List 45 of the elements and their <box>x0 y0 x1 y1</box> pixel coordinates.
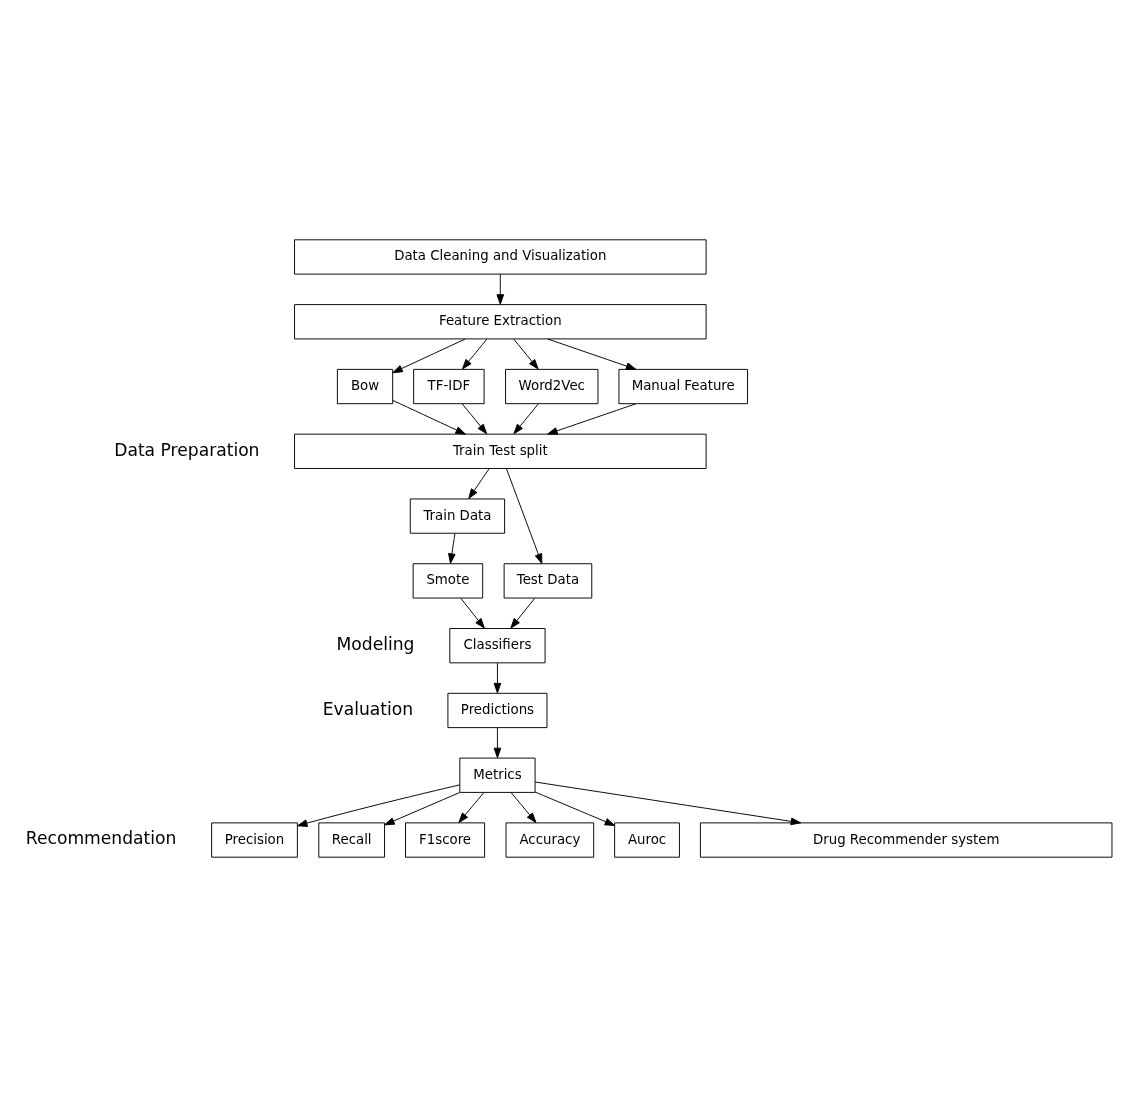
node-box: Word2Vec <box>505 368 599 405</box>
arrow <box>461 403 488 435</box>
arrow <box>513 338 539 370</box>
node-box: Precision <box>211 822 298 858</box>
arrow <box>458 792 485 823</box>
arrow <box>547 403 637 435</box>
arrow <box>297 784 460 827</box>
node-box: F1score <box>405 822 486 858</box>
arrow <box>534 791 616 826</box>
node-box: Classifiers <box>449 628 546 664</box>
arrow <box>392 338 466 374</box>
node-box: Data Cleaning and Visualization <box>294 239 707 275</box>
arrow <box>510 792 537 823</box>
arrow <box>462 338 488 370</box>
arrow <box>510 597 536 629</box>
node-box: Accuracy <box>505 822 595 858</box>
arrow <box>493 727 502 759</box>
label: Evaluation <box>322 698 414 719</box>
node-box: Test Data <box>503 563 593 599</box>
node-box: Auroc <box>614 822 680 858</box>
node-box: Metrics <box>459 757 536 793</box>
node-box: Predictions <box>447 692 548 729</box>
arrow <box>513 403 539 435</box>
label: Recommendation <box>25 828 177 849</box>
arrow <box>468 468 490 499</box>
node-box: Drug Recommender system <box>699 822 1113 858</box>
node-box: Feature Extraction <box>294 304 707 340</box>
node-box: Train Test split <box>294 433 707 469</box>
node-box: Smote <box>412 563 484 599</box>
arrow <box>547 338 637 370</box>
arrow <box>384 792 460 826</box>
arrow <box>505 468 543 565</box>
node-box: Recall <box>318 822 386 858</box>
arrow <box>493 662 502 694</box>
arrow <box>496 273 505 305</box>
label: Data Preparation <box>114 439 260 460</box>
node-box: Manual Feature <box>618 368 749 405</box>
arrow <box>448 533 456 564</box>
node-box: Bow <box>336 368 394 405</box>
arrow <box>534 781 802 826</box>
node-box: Train Data <box>409 498 506 534</box>
arrow <box>460 597 485 629</box>
label: Modeling <box>336 633 415 654</box>
node-box: TF-IDF <box>413 368 485 405</box>
arrow <box>392 399 466 435</box>
